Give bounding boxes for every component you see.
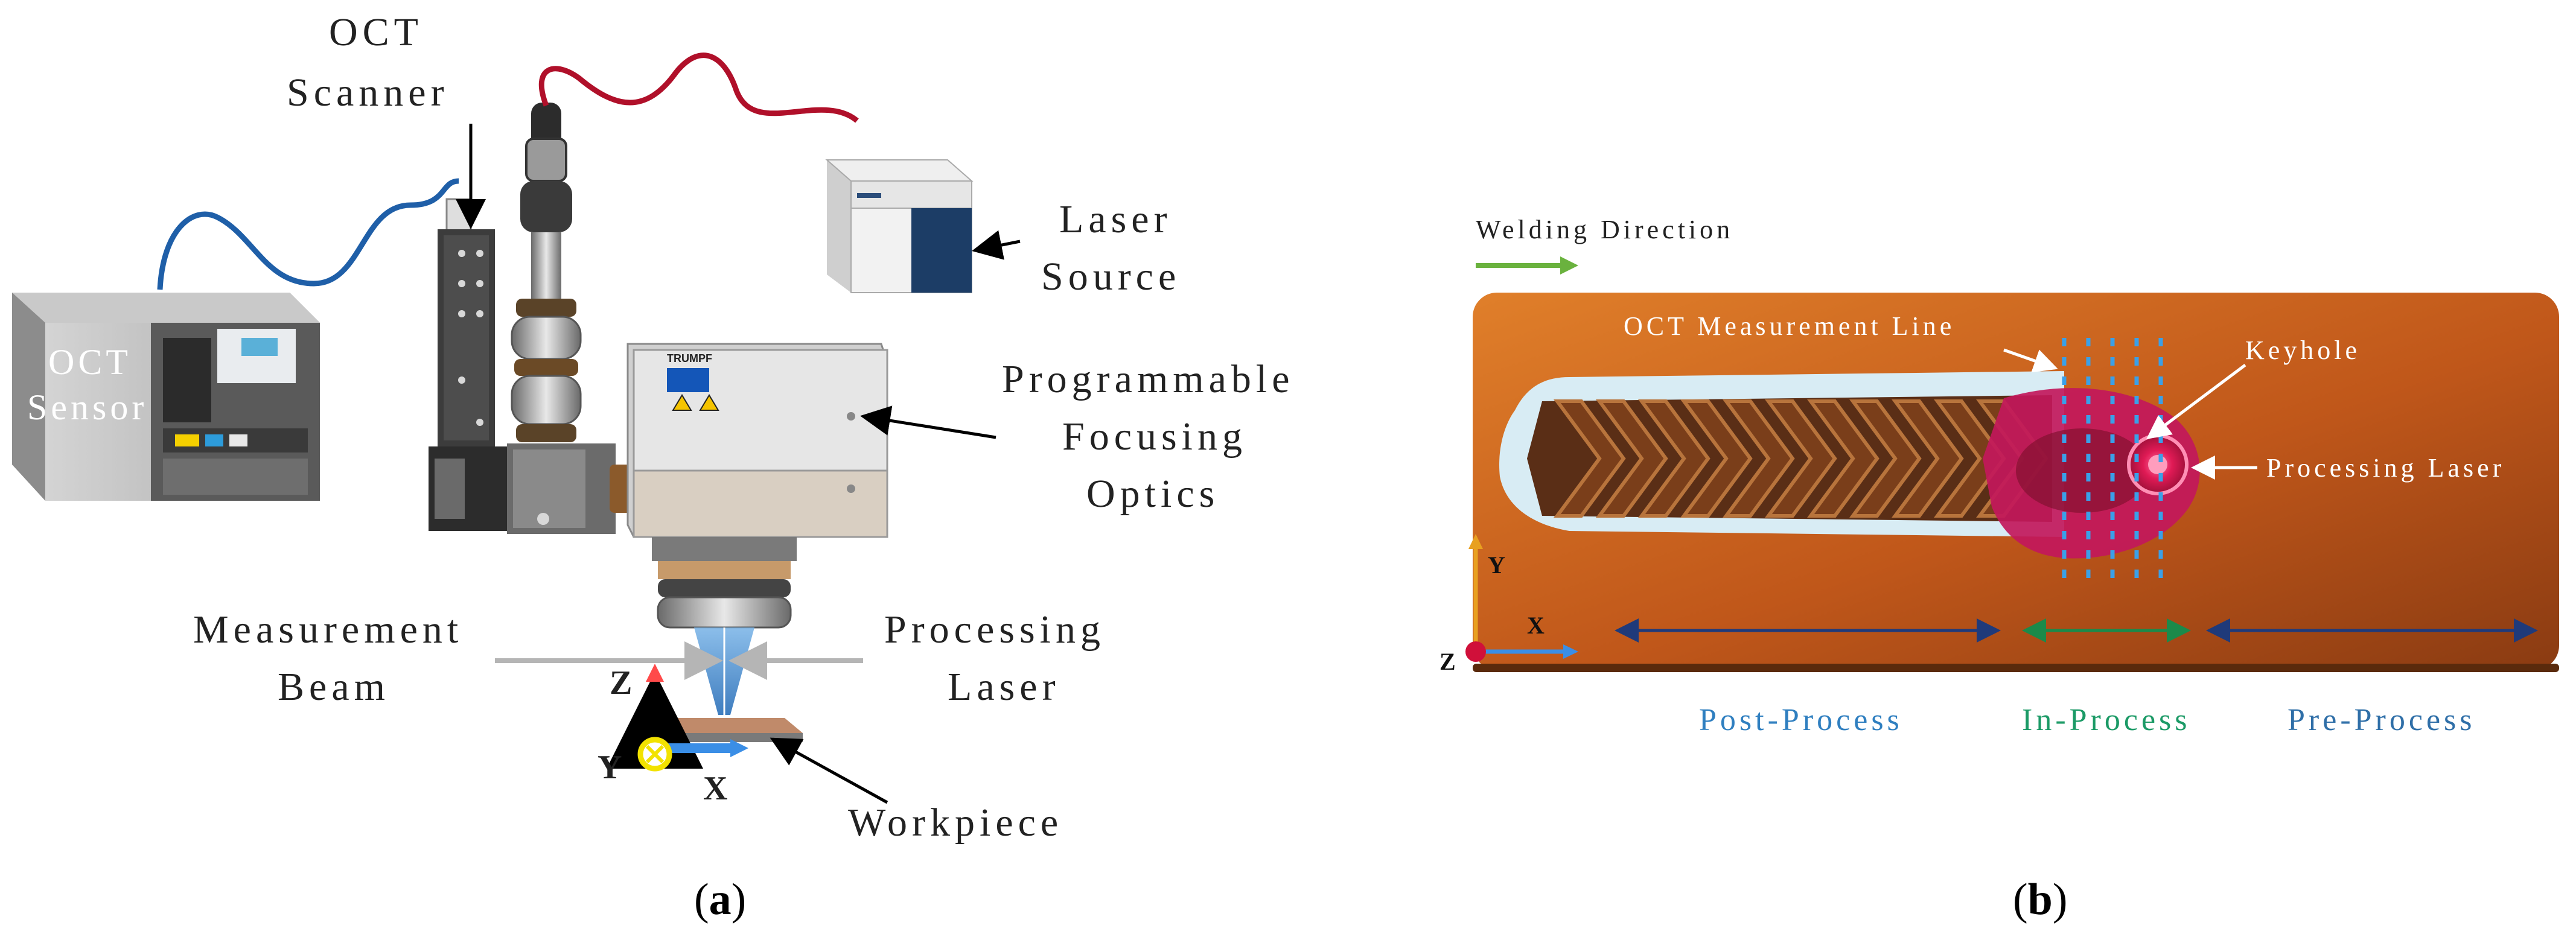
oct-scanner-label-2: Scanner bbox=[287, 71, 449, 115]
workpiece bbox=[664, 718, 803, 742]
panel-a: OCT Sensor bbox=[12, 10, 1295, 924]
processing-laser-label-b: Processing Laser bbox=[2266, 453, 2505, 483]
welding-direction-label: Welding Direction bbox=[1476, 215, 1733, 244]
workpiece-plate-edge bbox=[1473, 664, 2559, 672]
laser-source-label-1: Laser bbox=[1059, 197, 1172, 241]
measurement-beam-label-1: Measurement bbox=[193, 608, 463, 652]
processing-laser-label-2: Laser bbox=[948, 665, 1060, 709]
panel-a-caption: (a) bbox=[694, 875, 746, 924]
workpiece-leader bbox=[770, 737, 888, 804]
measurement-beam-label-2: Beam bbox=[278, 665, 390, 709]
oct-sensor-box bbox=[12, 293, 320, 501]
sensor-fiber-cable bbox=[157, 178, 459, 290]
panel-b-caption: (b) bbox=[2013, 875, 2067, 924]
oct-measurement-line bbox=[2062, 338, 2163, 582]
axes-a bbox=[607, 664, 748, 772]
weld-seam bbox=[1499, 371, 2064, 537]
axis-x-label-b: X bbox=[1527, 612, 1545, 639]
focusing-optics-head bbox=[626, 343, 888, 629]
processing-laser-label-1: Processing bbox=[884, 608, 1105, 652]
axis-y-label-a: Y bbox=[598, 749, 622, 786]
in-process-label: In-Process bbox=[2022, 703, 2191, 737]
melt-pool bbox=[1983, 388, 2200, 559]
laser-source-box bbox=[825, 159, 974, 293]
axes-b bbox=[1465, 534, 1578, 662]
pre-process-label: Pre-Process bbox=[2287, 703, 2476, 737]
oct-sensor-label-1: OCT bbox=[48, 342, 132, 382]
oct-line-leader bbox=[2003, 348, 2058, 373]
axis-z-label-b: Z bbox=[1439, 648, 1456, 675]
oct-measurement-line-label: OCT Measurement Line bbox=[1624, 311, 1955, 341]
optics-leader bbox=[860, 405, 996, 439]
axis-y-label-b: Y bbox=[1488, 551, 1505, 579]
focusing-optics-label-1: Programmable bbox=[1002, 357, 1295, 401]
keyhole-label: Keyhole bbox=[2245, 335, 2361, 365]
workpiece-label: Workpiece bbox=[848, 801, 1063, 845]
laser-source-label-2: Source bbox=[1041, 255, 1181, 299]
oct-scanner-label-1: OCT bbox=[329, 10, 423, 54]
brand-label: TRUMPF bbox=[667, 352, 712, 364]
laser-source-leader bbox=[972, 230, 1021, 260]
keyhole-leader bbox=[2146, 364, 2246, 439]
axis-x-label-a: X bbox=[703, 770, 727, 807]
focusing-optics-label-3: Optics bbox=[1086, 472, 1219, 516]
panel-b: Welding Direction bbox=[1439, 215, 2559, 924]
oct-sensor-label-2: Sensor bbox=[27, 387, 147, 427]
welding-direction-arrowhead bbox=[1560, 256, 1578, 275]
focusing-optics-label-2: Focusing bbox=[1062, 414, 1247, 459]
laser-fiber-cable bbox=[538, 52, 859, 123]
post-process-label: Post-Process bbox=[1699, 703, 1903, 737]
optics-stack bbox=[507, 103, 634, 534]
axis-z-label-a: Z bbox=[610, 664, 632, 702]
